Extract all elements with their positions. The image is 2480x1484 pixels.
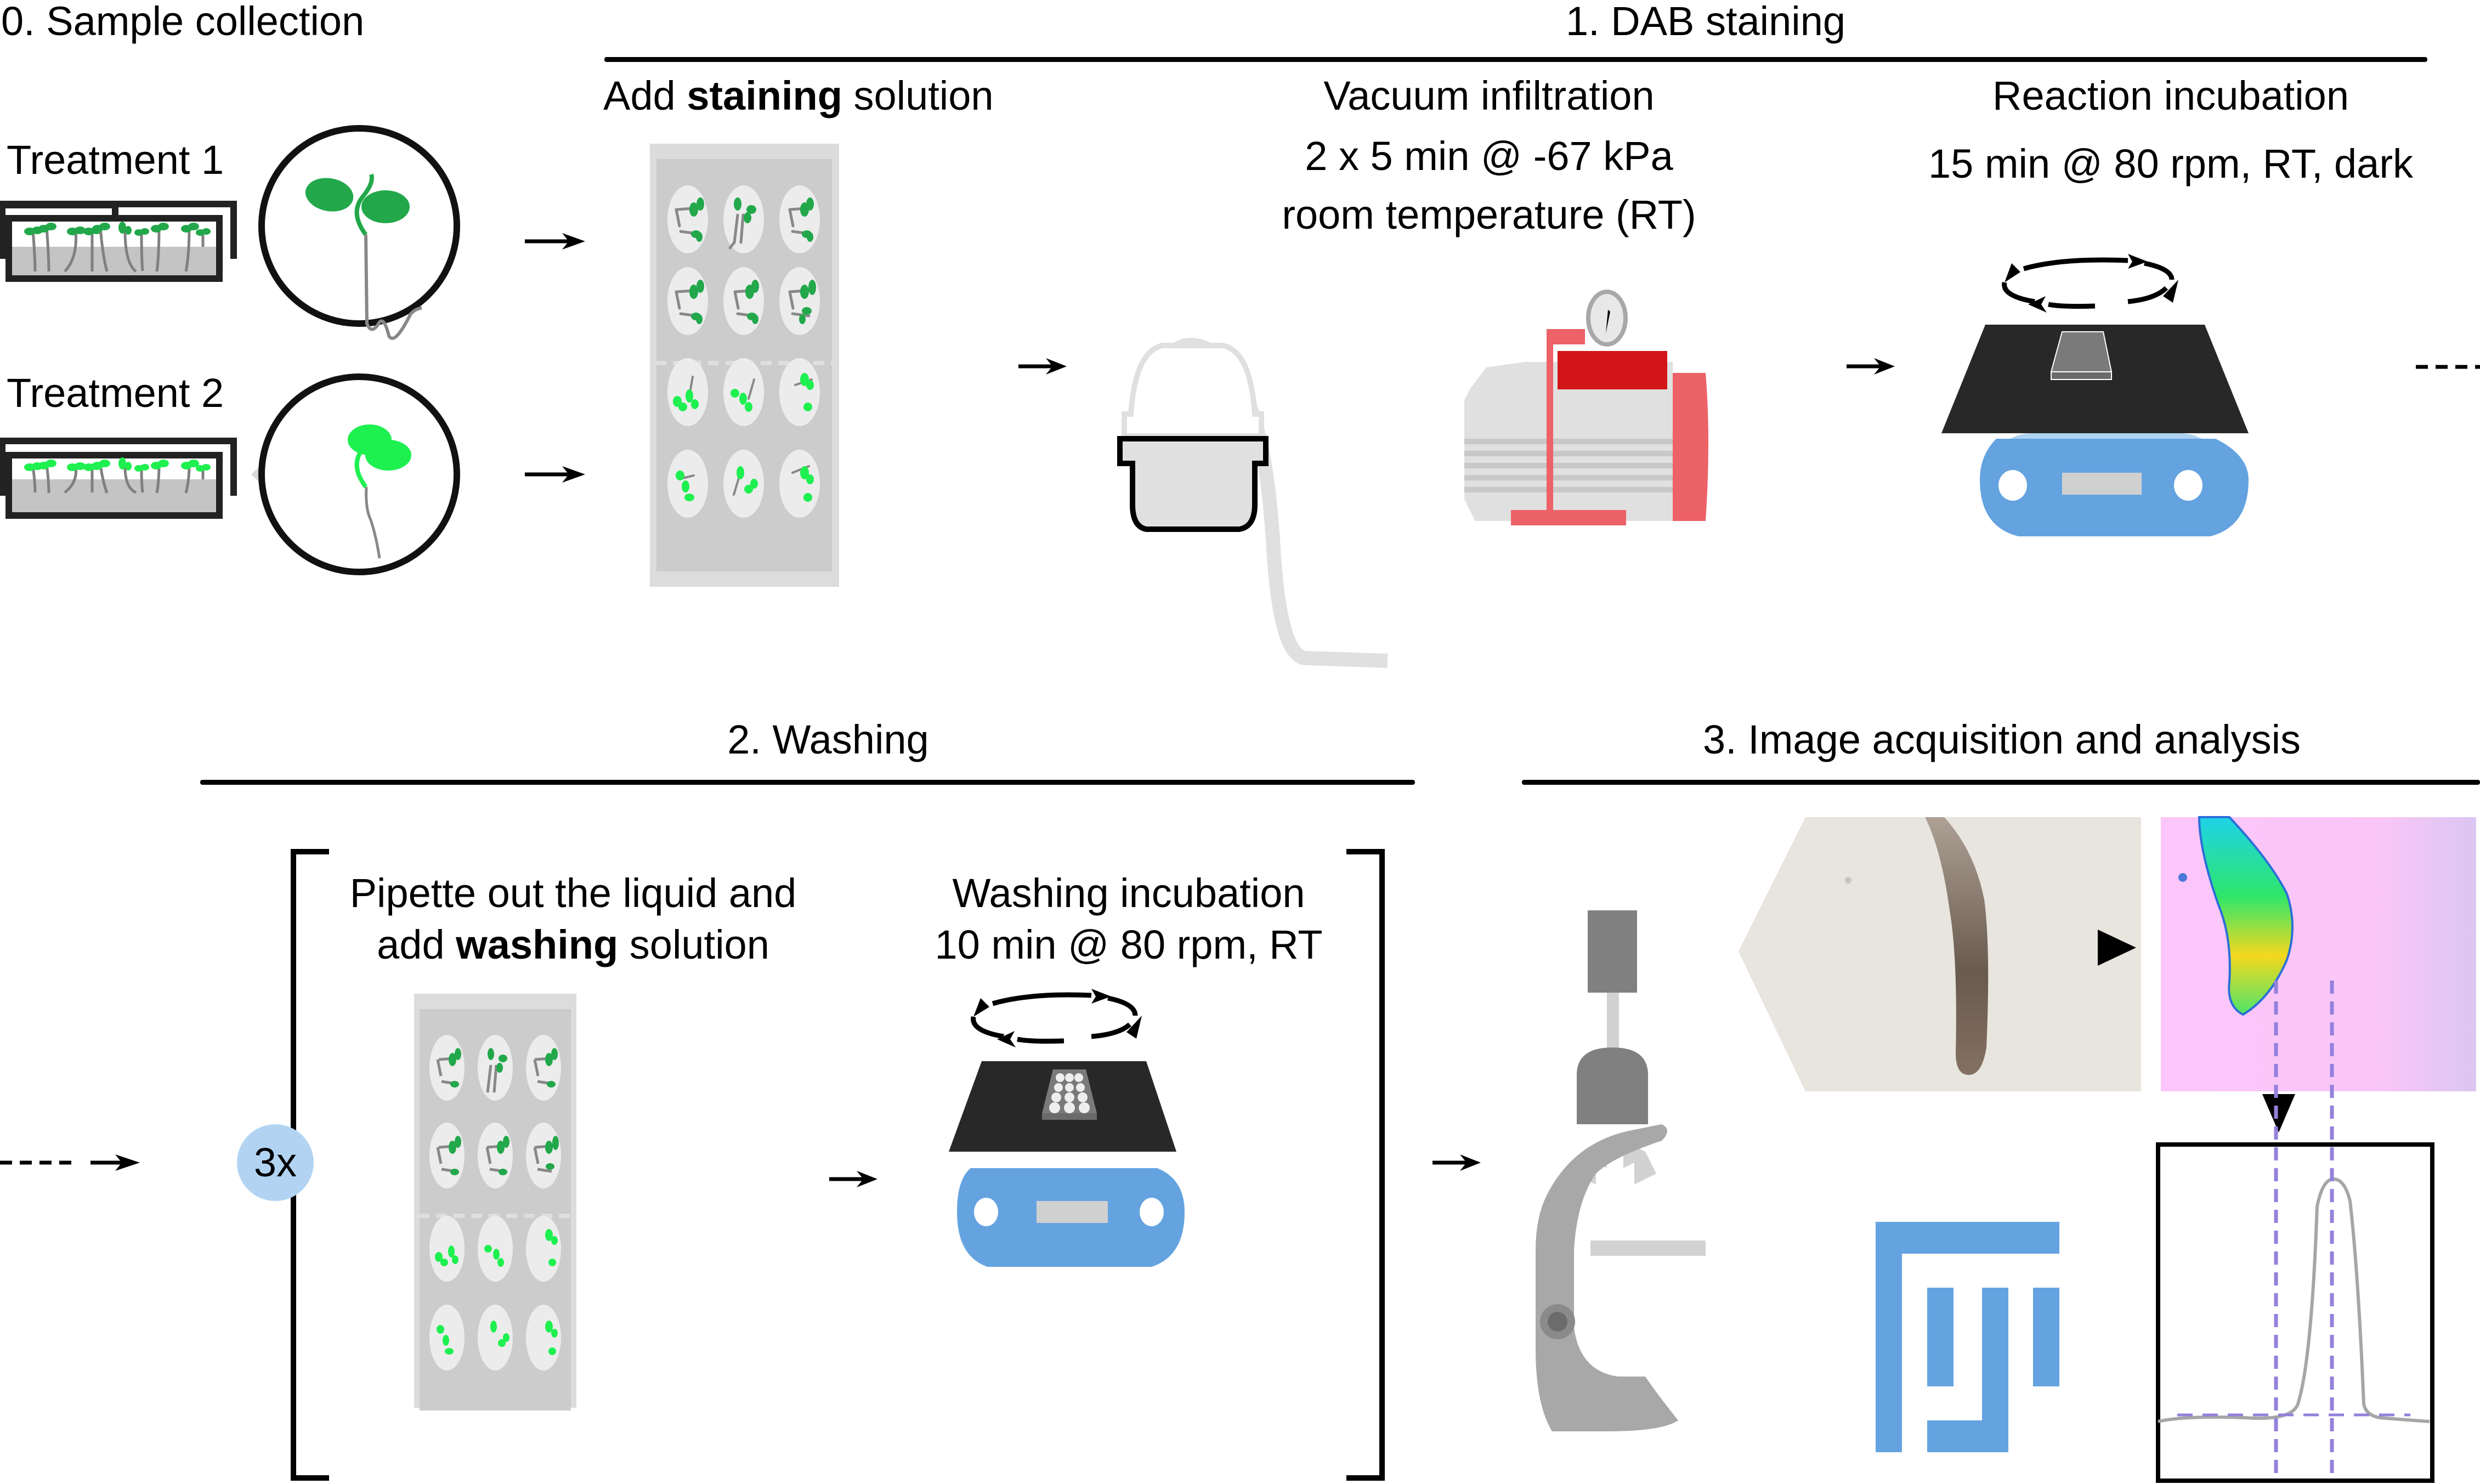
- microscope-icon: [1536, 910, 1706, 1431]
- label-text: solution: [618, 922, 769, 967]
- arrow-right-icon: [1018, 358, 1067, 375]
- label-text: Add: [603, 73, 687, 118]
- label-bold-text: washing: [456, 922, 619, 967]
- label-text: add: [377, 922, 456, 967]
- seedling-magnified-icon: [258, 125, 460, 340]
- step-pipette-out-line1: Pipette out the liquid and: [349, 870, 797, 916]
- label-text: solution: [842, 73, 994, 118]
- step-add-washing-solution: add washing solution: [377, 925, 769, 965]
- dashed-arrow-continue-icon: [2416, 365, 2480, 369]
- step-reaction-incubation-params: 15 min @ 80 rpm, RT, dark: [1928, 141, 2413, 186]
- label-bold-text: staining: [687, 73, 842, 118]
- seedling-magnified-icon: [251, 373, 460, 575]
- vacuum-desiccator-icon: [1117, 343, 1269, 532]
- intensity-profile-plot: [2156, 981, 2434, 1483]
- repeat-badge: 3x: [237, 1124, 314, 1201]
- section-divider: [1522, 780, 2480, 785]
- arrow-right-icon: [1847, 358, 1895, 375]
- dashed-arrow-in-icon: [0, 1154, 140, 1171]
- arrow-right-triangle-icon: [2098, 930, 2136, 966]
- section-divider: [604, 57, 2427, 62]
- section-title-image-acquisition: 3. Image acquisition and analysis: [1702, 717, 2301, 762]
- treatment-2-label: Treatment 2: [7, 370, 224, 416]
- section-divider: [200, 780, 1415, 785]
- arrow-right-icon: [1432, 1154, 1481, 1171]
- orbital-shaker-icon: [949, 989, 1185, 1267]
- well-plate-icon: [650, 144, 839, 587]
- arrow-right-icon: [525, 233, 585, 250]
- well-plate-on-shaker-icon: [1042, 1069, 1097, 1120]
- step-reaction-incubation-title: Reaction incubation: [1992, 73, 2349, 118]
- step-washing-incubation-title: Washing incubation: [952, 870, 1305, 916]
- step-vacuum-infiltration-temp: room temperature (RT): [1282, 192, 1696, 237]
- petri-dish-icon: [0, 201, 237, 282]
- step-vacuum-infiltration-title: Vacuum infiltration: [1323, 73, 1655, 118]
- section-title-sample-collection: 0. Sample collection: [1, 0, 365, 44]
- section-title-dab-staining: 1. DAB staining: [1565, 0, 1846, 44]
- petri-dish-icon: [0, 438, 237, 519]
- repeat-bracket-right: [1346, 849, 1385, 1481]
- arrow-right-icon: [525, 466, 585, 483]
- rotation-arrows-icon: [2002, 257, 2175, 309]
- treatment-1-label: Treatment 1: [7, 137, 224, 183]
- step-vacuum-infiltration-params: 2 x 5 min @ -67 kPa: [1305, 133, 1673, 179]
- arrow-down-triangle-icon: [2262, 1094, 2295, 1132]
- fiji-logo-icon: [1876, 1222, 2059, 1452]
- vacuum-setup: [1117, 290, 1708, 668]
- repeat-badge-label: 3x: [253, 1140, 297, 1185]
- arrow-right-icon: [829, 1171, 877, 1187]
- section-title-washing: 2. Washing: [727, 717, 929, 762]
- heatmap-image: [2161, 816, 2476, 1091]
- orbital-shaker-icon: [1941, 254, 2249, 536]
- well-plate-icon: [414, 994, 576, 1411]
- root-micrograph: [1739, 817, 2141, 1091]
- step-washing-incubation-params: 10 min @ 80 rpm, RT: [935, 922, 1323, 967]
- step-add-staining-solution: Add staining solution: [603, 76, 994, 116]
- vacuum-pump-icon: [1464, 290, 1708, 525]
- rotation-arrows-icon: [971, 992, 1138, 1044]
